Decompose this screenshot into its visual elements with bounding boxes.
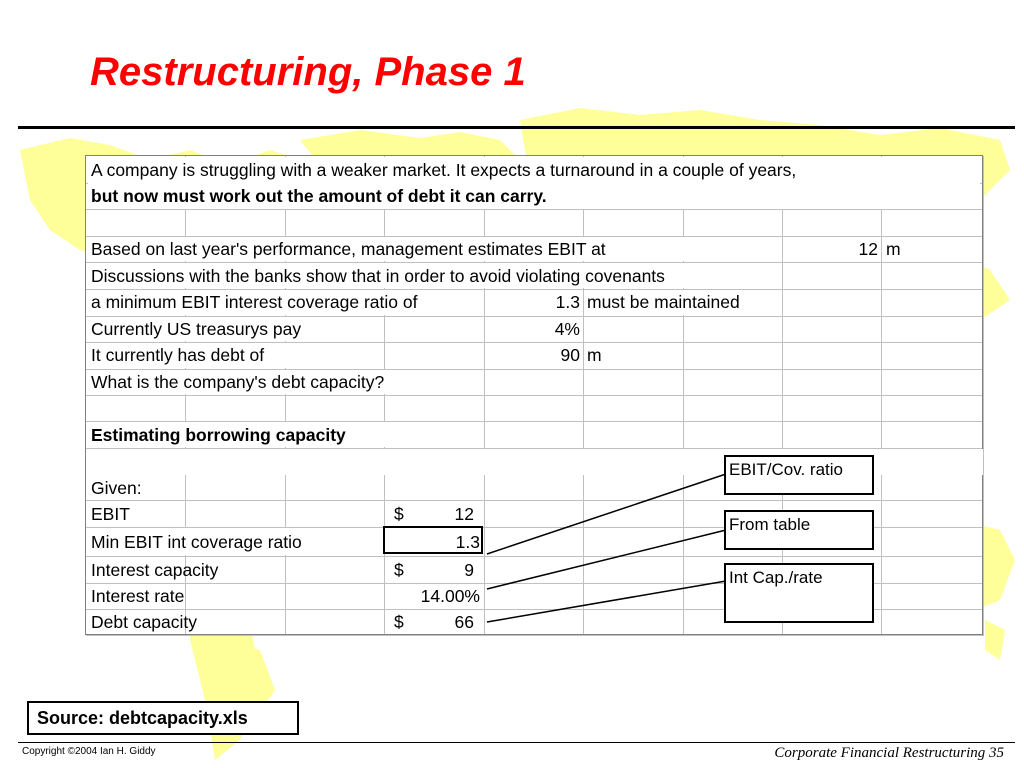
- coverage-suffix: must be maintained: [587, 292, 740, 312]
- ebit-label: Based on last year's performance, manage…: [91, 239, 606, 259]
- banks-line: Discussions with the banks show that in …: [91, 266, 665, 286]
- question: What is the company's debt capacity?: [91, 372, 385, 392]
- calc-label-interest-rate: Interest rate: [91, 586, 185, 606]
- given-label: Given:: [91, 478, 142, 498]
- calc-label-debt-capacity: Debt capacity: [91, 612, 198, 632]
- page-title: Restructuring, Phase 1: [90, 50, 526, 94]
- footer-title: Corporate Financial Restructuring 35: [774, 745, 1004, 761]
- calc-value-interest-rate[interactable]: 14.00%: [420, 586, 480, 606]
- callout-ebit-cov: EBIT/Cov. ratio: [724, 455, 874, 495]
- calc-value-ebit[interactable]: 12: [454, 504, 474, 524]
- selected-cell-coverage[interactable]: [383, 526, 483, 554]
- coverage-value[interactable]: 1.3: [555, 292, 580, 312]
- intro-line-1: A company is struggling with a weaker ma…: [91, 160, 797, 180]
- debt-unit: m: [587, 345, 602, 365]
- debt-label: It currently has debt of: [91, 345, 265, 365]
- calc-currency-interest-capacity: $: [394, 560, 404, 580]
- source-note: Source: debtcapacity.xls: [27, 701, 299, 735]
- ebit-unit: m: [886, 239, 901, 259]
- section-heading: Estimating borrowing capacity: [91, 425, 346, 445]
- treasury-label: Currently US treasurys pay: [91, 319, 302, 339]
- calc-value-coverage[interactable]: 1.3: [455, 532, 480, 552]
- calc-value-interest-capacity[interactable]: 9: [464, 560, 474, 580]
- calc-currency-debt-capacity: $: [394, 612, 404, 632]
- debt-value[interactable]: 90: [560, 345, 580, 365]
- ebit-value[interactable]: 12: [858, 239, 878, 259]
- callout-int-cap-rate: Int Cap./rate: [724, 563, 874, 623]
- title-divider: [18, 126, 1015, 129]
- treasury-value[interactable]: 4%: [554, 319, 580, 339]
- copyright: Copyright ©2004 Ian H. Giddy: [22, 746, 156, 757]
- callout-from-table: From table: [724, 510, 874, 550]
- calc-label-interest-capacity: Interest capacity: [91, 560, 219, 580]
- intro-line-2: but now must work out the amount of debt…: [91, 186, 547, 206]
- calc-value-debt-capacity[interactable]: 66: [454, 612, 474, 632]
- footer-divider: [18, 742, 1015, 743]
- calc-label-coverage: Min EBIT int coverage ratio: [91, 532, 302, 552]
- calc-currency-ebit: $: [394, 504, 404, 524]
- calc-label-ebit: EBIT: [91, 504, 130, 524]
- coverage-label: a minimum EBIT interest coverage ratio o…: [91, 292, 418, 312]
